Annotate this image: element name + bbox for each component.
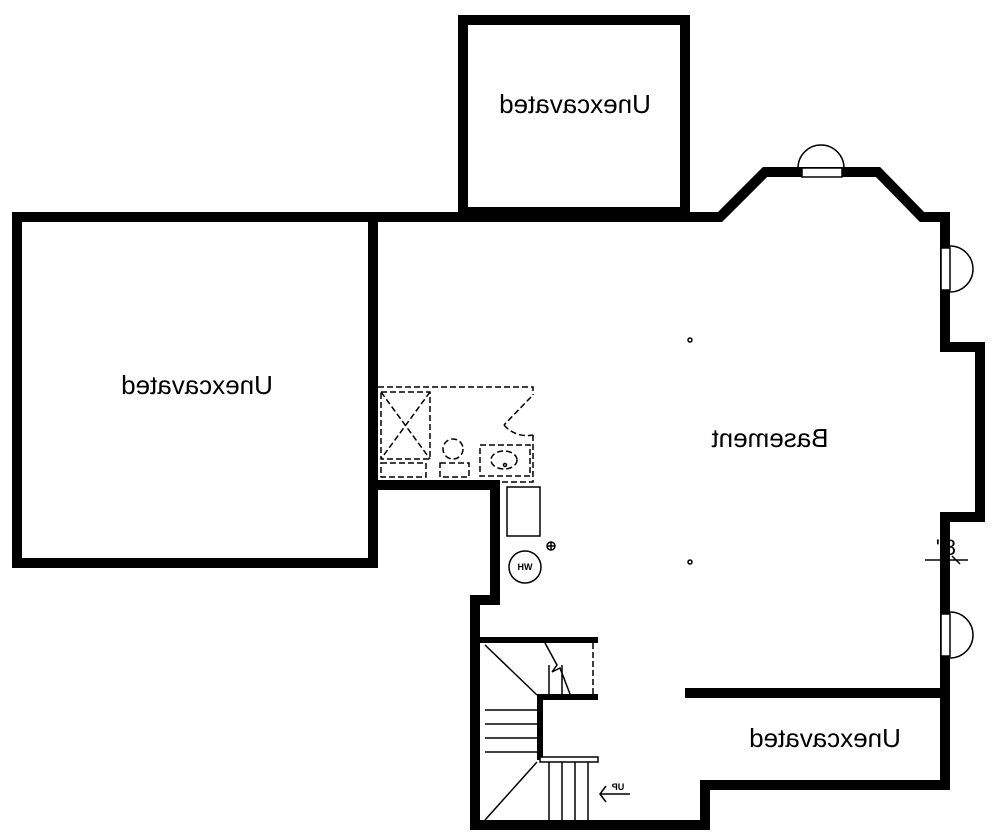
room-label-unexcavated-bottom-right: Unexcavated xyxy=(749,723,901,753)
future-bathroom xyxy=(378,386,534,483)
wall-thickness-dimension: 8" xyxy=(925,535,968,565)
room-label-basement: Basement xyxy=(711,423,829,453)
staircase xyxy=(480,637,599,821)
room-label-unexcavated-top: Unexcavated xyxy=(499,89,651,119)
post-icon xyxy=(687,559,693,565)
post-icon xyxy=(687,337,693,343)
room-label-unexcavated-left: Unexcavated xyxy=(121,370,273,400)
door-swing-icon xyxy=(503,396,534,437)
water-heater-label: WH xyxy=(518,562,533,572)
furnace-icon xyxy=(506,486,541,537)
window-top xyxy=(797,144,845,178)
dimension-label: 8" xyxy=(936,535,956,560)
window-right-upper xyxy=(940,245,974,293)
floor-drain-icon xyxy=(546,541,556,551)
water-heater-icon: WH xyxy=(508,550,542,584)
stair-up-label: UP xyxy=(612,782,625,792)
shower-icon xyxy=(380,391,431,460)
window-right-lower xyxy=(940,611,974,659)
toilet-icon xyxy=(439,438,470,478)
sink-icon xyxy=(479,444,531,477)
stair-up-arrow: UP xyxy=(599,782,630,803)
bench xyxy=(380,462,427,478)
basement-outline-walls xyxy=(368,167,985,830)
